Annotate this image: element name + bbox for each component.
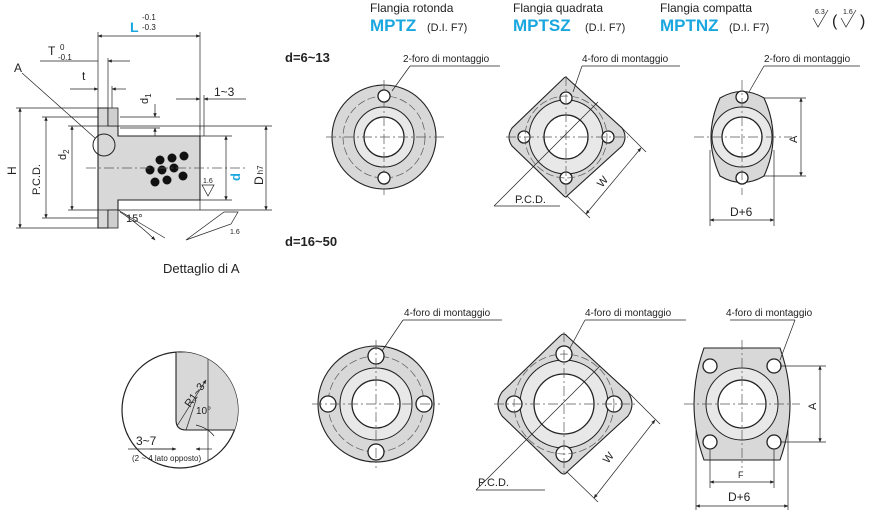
label-small-W: W <box>595 174 611 190</box>
label-large-D6: D+6 <box>728 490 751 504</box>
label-small-square-holes: 4-foro di montaggio <box>582 54 669 65</box>
dim-1-3: 1~3 <box>214 85 235 99</box>
detail-length: 3~7 <box>136 434 157 448</box>
svg-text:(: ( <box>832 13 838 30</box>
dim-d1: d1 <box>139 93 153 104</box>
variant-tol-compact: (D.I. F7) <box>729 22 769 34</box>
variant-label-round: Flangia rotonda <box>370 1 454 15</box>
detail-a-view: R1~3 10° 3~7 (2 ~ 4 lato opposto) <box>121 351 239 469</box>
view-small-square: 4-foro di montaggio P.C.D. W <box>493 54 680 219</box>
dim-d: d <box>228 173 243 181</box>
side-view: L -0.1 -0.3 T 0 -0.1 A t d1 1~3 <box>5 13 272 241</box>
svg-text:): ) <box>860 13 865 30</box>
graphite-plugs <box>145 151 189 187</box>
svg-text:6.3: 6.3 <box>815 9 825 16</box>
view-large-round: 4-foro di montaggio <box>312 308 502 468</box>
dim-d2: d2 <box>57 149 71 160</box>
svg-text:1.6: 1.6 <box>843 9 853 16</box>
variant-tol-round: (D.I. F7) <box>427 22 467 34</box>
label-large-square-holes: 4-foro di montaggio <box>585 308 672 319</box>
svg-text:0: 0 <box>60 43 65 52</box>
detail-caption: Dettaglio di A <box>163 261 240 276</box>
label-small-round-holes: 2-foro di montaggio <box>403 54 490 65</box>
detail-angle: 10° <box>196 406 211 417</box>
view-large-square: 4-foro di montaggio P.C.D. W <box>475 308 686 503</box>
dim-T: T <box>48 44 56 58</box>
dim-pcd: P.C.D. <box>31 164 43 195</box>
detail-note: (2 ~ 4 lato opposto) <box>132 454 201 463</box>
view-small-compact: 2-foro di montaggio A D+6 <box>694 54 860 226</box>
label-small-D6: D+6 <box>730 205 753 219</box>
section-small: d=6~13 <box>285 50 330 65</box>
label-large-A: A <box>807 402 819 410</box>
variant-code-square: MPTSZ <box>513 16 571 35</box>
section-large: d=16~50 <box>285 234 337 249</box>
dim-H: H <box>5 166 19 175</box>
header: Flangia rotonda MPTZ (D.I. F7) Flangia q… <box>370 1 865 35</box>
dim-t: t <box>82 69 86 83</box>
label-large-round-holes: 4-foro di montaggio <box>404 308 491 319</box>
label-large-compact-holes: 4-foro di montaggio <box>726 308 813 319</box>
svg-text:1.6: 1.6 <box>230 229 240 236</box>
variant-label-square: Flangia quadrata <box>513 1 603 15</box>
label-small-compact-holes: 2-foro di montaggio <box>764 54 851 65</box>
label-small-A: A <box>788 135 800 143</box>
variant-code-compact: MPTNZ <box>660 16 719 35</box>
label-large-F: F <box>738 470 744 480</box>
label-A: A <box>14 61 22 75</box>
dim-L: L <box>130 19 139 35</box>
svg-text:-0.3: -0.3 <box>142 23 156 32</box>
label-small-pcd: P.C.D. <box>515 194 546 206</box>
svg-text:1.6: 1.6 <box>203 178 213 185</box>
view-large-compact: 4-foro di montaggio A F D+6 <box>684 308 826 510</box>
label-large-pcd: P.C.D. <box>478 477 509 489</box>
variant-code-round: MPTZ <box>370 16 416 35</box>
label-large-W: W <box>601 450 617 466</box>
view-small-round: 2-foro di montaggio <box>326 54 500 195</box>
svg-text:-0.1: -0.1 <box>142 13 156 22</box>
svg-text:-0.1: -0.1 <box>58 53 72 62</box>
variant-tol-square: (D.I. F7) <box>585 22 625 34</box>
variant-label-compact: Flangia compatta <box>660 1 752 15</box>
dim-D: Dh7 <box>252 165 266 185</box>
roughness-symbol: 6.3 ( 1.6 ) <box>812 9 865 30</box>
